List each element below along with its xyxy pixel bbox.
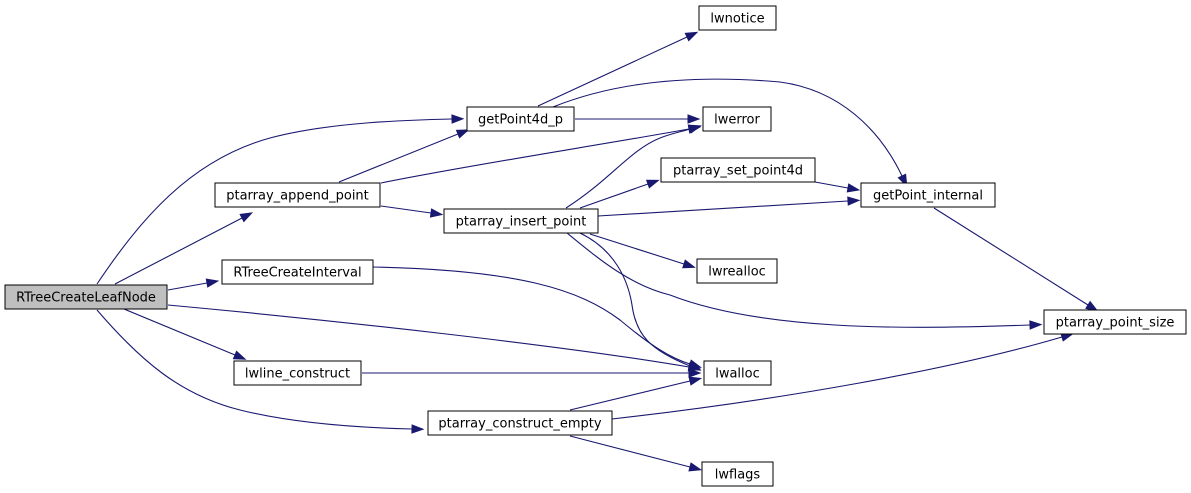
node-label: lwflags xyxy=(715,468,761,483)
arrowhead xyxy=(846,183,861,193)
node-label: lwalloc xyxy=(715,367,760,382)
edge-RTreeCreateLeafNode-to-RTreeCreateInterval xyxy=(167,278,220,291)
node-box xyxy=(703,360,772,386)
edge-ptarray_insert_point-to-getPoint_internal xyxy=(597,196,861,217)
arrowhead xyxy=(1029,320,1043,330)
edge-getPoint4d_p-to-lwnotice xyxy=(537,31,699,107)
node-ptarray_set_point4d[interactable]: ptarray_set_point4d xyxy=(660,157,816,183)
edge-getPoint4d_p-to-lwerror xyxy=(575,114,701,124)
arrowhead xyxy=(645,179,660,189)
edge-ptarray_insert_point-to-ptarray_set_point4d xyxy=(579,179,660,209)
node-box xyxy=(466,106,575,132)
edge-ptarray_construct_empty-to-ptarray_point_size xyxy=(611,332,1074,420)
node-label: RTreeCreateInterval xyxy=(233,266,361,281)
node-box xyxy=(702,106,772,132)
node-label: lwline_construct xyxy=(245,367,350,382)
arrowhead xyxy=(682,259,696,269)
node-lwerror[interactable]: lwerror xyxy=(702,106,772,132)
node-box xyxy=(701,461,774,487)
node-label: lwnotice xyxy=(710,12,764,27)
node-lwnotice[interactable]: lwnotice xyxy=(698,5,777,31)
arrowhead xyxy=(205,278,220,288)
edge-ptarray_insert_point-to-lwerror xyxy=(565,124,702,209)
arrowhead xyxy=(847,196,861,206)
edge-ptarray_append_point-to-lwerror xyxy=(380,124,702,184)
node-box xyxy=(214,182,381,208)
arrowhead xyxy=(232,350,247,360)
arrowhead xyxy=(1085,300,1099,312)
node-label: lwerror xyxy=(714,113,760,128)
node-lwline_construct[interactable]: lwline_construct xyxy=(233,360,362,386)
node-RTreeCreateLeafNode[interactable]: RTreeCreateLeafNode xyxy=(4,284,168,310)
node-box xyxy=(221,259,374,285)
edge-ptarray_set_point4d-to-getPoint_internal xyxy=(814,181,861,193)
edge-ptarray_append_point-to-getPoint4d_p xyxy=(338,129,470,183)
node-ptarray_point_size[interactable]: ptarray_point_size xyxy=(1043,309,1187,335)
arrowhead xyxy=(688,124,702,134)
edge-ptarray_insert_point-to-lwrealloc xyxy=(589,233,696,269)
edge-getPoint_internal-to-ptarray_point_size xyxy=(933,207,1099,312)
edge-ptarray_construct_empty-to-lwflags xyxy=(569,435,703,472)
node-box xyxy=(233,360,362,386)
arrowhead xyxy=(688,368,702,378)
edge-lwline_construct-to-lwalloc xyxy=(362,368,702,378)
node-label: ptarray_construct_empty xyxy=(438,417,601,432)
node-ptarray_append_point[interactable]: ptarray_append_point xyxy=(214,182,381,208)
arrowhead xyxy=(688,359,702,369)
arrowhead xyxy=(429,208,444,218)
node-box xyxy=(696,258,778,284)
node-ptarray_insert_point[interactable]: ptarray_insert_point xyxy=(443,208,599,234)
edge-RTreeCreateLeafNode-to-ptarray_append_point xyxy=(114,212,254,285)
node-label: ptarray_point_size xyxy=(1056,316,1175,331)
edge-ptarray_append_point-to-ptarray_insert_point xyxy=(380,205,444,218)
node-ptarray_construct_empty[interactable]: ptarray_construct_empty xyxy=(427,410,613,436)
node-lwrealloc[interactable]: lwrealloc xyxy=(696,258,778,284)
node-label: ptarray_append_point xyxy=(226,189,369,204)
node-RTreeCreateInterval[interactable]: RTreeCreateInterval xyxy=(221,259,374,285)
node-box xyxy=(443,208,599,234)
arrowhead xyxy=(455,129,470,139)
arrowhead xyxy=(411,424,425,434)
node-label: getPoint_internal xyxy=(873,189,983,204)
node-box xyxy=(4,284,168,310)
arrowhead xyxy=(451,114,465,124)
node-label: RTreeCreateLeafNode xyxy=(16,291,156,306)
node-lwflags[interactable]: lwflags xyxy=(701,461,774,487)
node-label: ptarray_insert_point xyxy=(456,215,587,230)
arrowhead xyxy=(688,462,703,472)
node-label: getPoint4d_p xyxy=(478,113,563,128)
edge-ptarray_construct_empty-to-lwalloc xyxy=(569,376,703,411)
arrowhead xyxy=(688,376,703,386)
edge-RTreeCreateLeafNode-to-getPoint4d_p xyxy=(96,114,465,285)
node-box xyxy=(1043,309,1187,335)
edge-ptarray_insert_point-to-lwalloc xyxy=(579,232,702,371)
edge-RTreeCreateInterval-to-lwalloc xyxy=(372,266,702,369)
node-label: ptarray_set_point4d xyxy=(673,164,803,179)
edge-RTreeCreateLeafNode-to-lwline_construct xyxy=(123,308,247,360)
node-box xyxy=(660,157,816,183)
node-lwalloc[interactable]: lwalloc xyxy=(703,360,772,386)
node-label: lwrealloc xyxy=(708,265,766,280)
node-box xyxy=(860,182,996,208)
edge-RTreeCreateLeafNode-to-ptarray_construct_empty xyxy=(96,309,425,434)
node-getPoint_internal[interactable]: getPoint_internal xyxy=(860,182,996,208)
node-box xyxy=(427,410,613,436)
arrowhead xyxy=(684,31,699,42)
arrowhead xyxy=(239,212,254,223)
edge-ptarray_insert_point-to-ptarray_point_size xyxy=(566,232,1043,330)
node-getPoint4d_p[interactable]: getPoint4d_p xyxy=(466,106,575,132)
node-box xyxy=(698,5,777,31)
arrowhead xyxy=(687,114,701,124)
